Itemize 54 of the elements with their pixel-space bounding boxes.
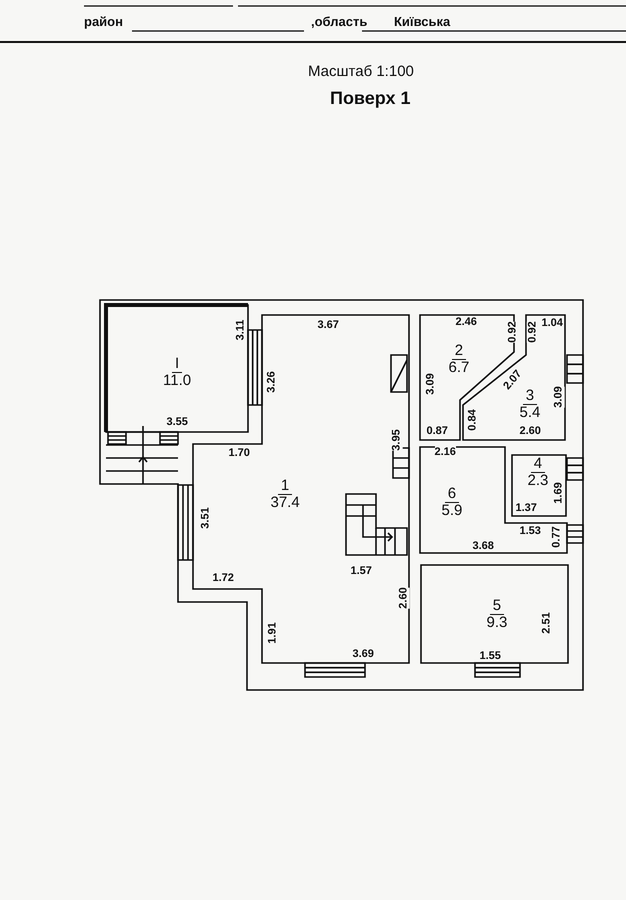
room-number: 6 (444, 486, 460, 502)
room-label (442, 486, 462, 518)
dimension-label: 1.91 (266, 622, 278, 644)
dimension-label: 2.60 (520, 425, 541, 437)
dimension-label: 1.72 (212, 572, 234, 584)
dimension-label: 3.68 (472, 540, 494, 552)
room-number: 1 (278, 478, 292, 494)
dimension-label: 3.69 (352, 648, 374, 660)
room-label (528, 456, 548, 488)
plan-heading: Масштаб 1:100 (308, 66, 414, 78)
dimension-label: 1.57 (350, 565, 372, 577)
room-area: 2.3 (528, 472, 548, 488)
dimension-label: 2.16 (434, 446, 456, 458)
room-label (520, 388, 540, 420)
room-number: I (172, 356, 182, 372)
dimension-label: 2.51 (540, 612, 552, 634)
dimension-label: 3.26 (265, 371, 278, 393)
dimension-label: 0.84 (466, 409, 478, 431)
room-label (163, 356, 192, 388)
room-area: 6.7 (448, 360, 470, 376)
dimension-label: 3.51 (199, 507, 212, 529)
room-area: 5.9 (442, 502, 462, 518)
form-field-label: ,область (311, 16, 368, 28)
room-area: 5.4 (520, 404, 540, 420)
dimension-label: 1.37 (516, 502, 537, 514)
room-number: 3 (522, 388, 538, 404)
room-number: 2 (452, 342, 466, 360)
dimension-label: 0.87 (426, 425, 448, 437)
form-field-label: Київська (394, 16, 450, 28)
room-label (448, 342, 470, 376)
room-label (486, 598, 508, 630)
dimension-label: 1.70 (228, 447, 250, 459)
room-area: 9.3 (486, 614, 508, 630)
dimension-label: 3.67 (318, 319, 339, 331)
dimension-label: 1.69 (552, 482, 564, 504)
form-field-label: район (84, 16, 123, 28)
dimension-label: 1.53 (520, 525, 541, 537)
dimension-label: 3.09 (552, 386, 564, 408)
dimension-label: 2.60 (397, 587, 410, 609)
room-number: 4 (530, 456, 546, 472)
dimension-label: 1.55 (480, 650, 501, 662)
dimension-label: 1.04 (542, 317, 563, 329)
dimension-label: 3.11 (234, 320, 246, 340)
dimension-label: 0.77 (550, 526, 562, 548)
room-label (270, 478, 300, 510)
dimension-label: 3.55 (166, 416, 188, 428)
dimension-label: 2.46 (456, 316, 477, 328)
dimension-label: 0.92 (506, 321, 518, 343)
dimension-label: 3.09 (424, 373, 436, 395)
room-area: 37.4 (270, 494, 300, 510)
room-number: 5 (490, 598, 504, 614)
room-area: 11.0 (163, 372, 192, 388)
dimension-label: 3.95 (390, 429, 402, 451)
dimension-label: 0.92 (526, 321, 538, 343)
